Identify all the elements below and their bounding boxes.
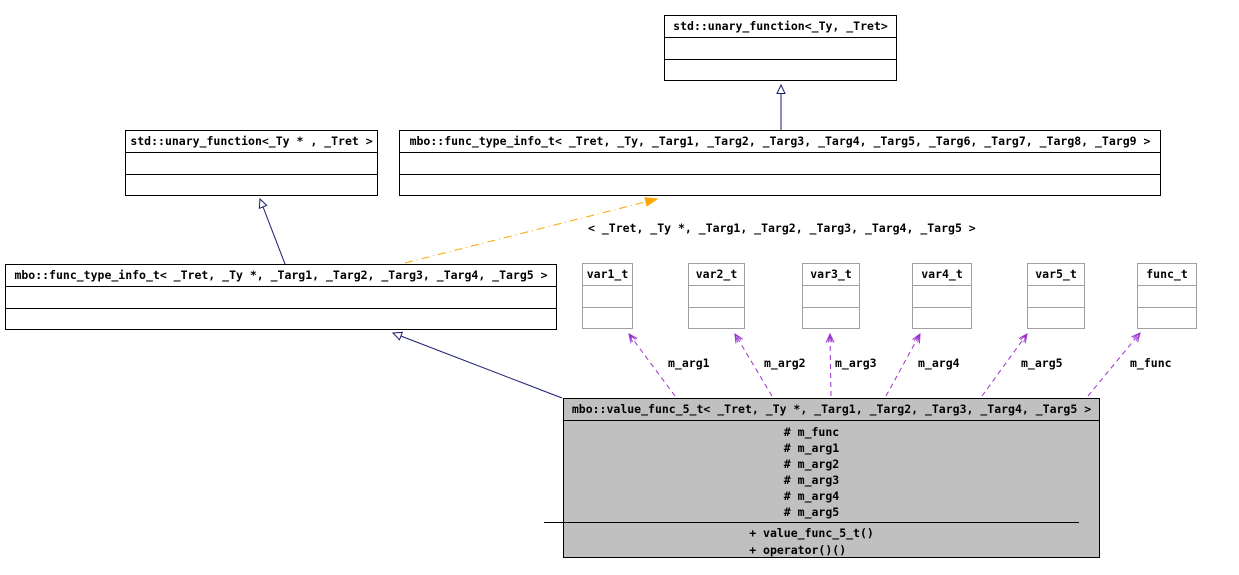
methods-compartment — [400, 173, 1160, 196]
edge-usage-m-arg4 — [885, 334, 920, 397]
class-title: std::unary_function<_Ty, _Tret> — [665, 16, 896, 38]
methods-compartment — [1028, 306, 1084, 329]
edge-usage-m-arg3 — [830, 334, 831, 397]
attributes-compartment — [6, 287, 556, 308]
class-title: mbo::value_func_5_t< _Tret, _Ty *, _Targ… — [564, 399, 1099, 421]
attributes-compartment — [126, 153, 377, 174]
class-node-func-type-info-general[interactable]: mbo::func_type_info_t< _Tret, _Ty, _Targ… — [399, 130, 1161, 196]
method-constructor: + value_func_5_t() — [749, 526, 874, 540]
class-title: var3_t — [803, 264, 859, 286]
methods-compartment — [1138, 306, 1196, 329]
class-node-func-type-info-ptr[interactable]: mbo::func_type_info_t< _Tret, _Ty *, _Ta… — [5, 264, 557, 330]
class-title: var4_t — [913, 264, 971, 286]
class-node-unary-function[interactable]: std::unary_function<_Ty, _Tret> — [664, 15, 897, 81]
attributes-compartment: # m_func # m_arg1 # m_arg2 # m_arg3 # m_… — [544, 421, 1079, 523]
class-node-var1-t[interactable]: var1_t — [582, 263, 633, 329]
class-node-func-t[interactable]: func_t — [1137, 263, 1197, 329]
method-operator-call: + operator()() — [749, 543, 847, 557]
edge-label-m-arg5: m_arg5 — [1021, 356, 1063, 370]
edge-label-m-arg3: m_arg3 — [835, 356, 877, 370]
attributes-compartment — [665, 38, 896, 59]
class-title: mbo::func_type_info_t< _Tret, _Ty *, _Ta… — [6, 265, 556, 287]
attribute-m-arg3: # m_arg3 — [783, 473, 840, 487]
class-title: std::unary_function<_Ty * , _Tret > — [126, 131, 377, 153]
class-node-unary-function-ptr[interactable]: std::unary_function<_Ty * , _Tret > — [125, 130, 378, 196]
edge-label-m-arg1: m_arg1 — [668, 356, 710, 370]
methods-compartment — [665, 58, 896, 81]
edge-label-m-arg2: m_arg2 — [764, 356, 806, 370]
methods-compartment — [803, 306, 859, 329]
attribute-m-func: # m_func — [783, 425, 840, 439]
class-title: func_t — [1138, 264, 1196, 286]
edge-inherit-valuefunc-to-functypeinfoptr — [393, 333, 563, 399]
attribute-m-arg5: # m_arg5 — [783, 505, 840, 519]
edge-label-m-arg4: m_arg4 — [918, 356, 960, 370]
attributes-compartment — [1138, 286, 1196, 307]
edge-inherit-functypeinfoptr-to-unaryfunctionptr — [260, 199, 286, 265]
attribute-m-arg2: # m_arg2 — [783, 457, 840, 471]
attribute-m-arg4: # m_arg4 — [783, 489, 840, 503]
methods-compartment — [6, 307, 556, 330]
attribute-m-arg1: # m_arg1 — [783, 441, 840, 455]
class-node-var5-t[interactable]: var5_t — [1027, 263, 1085, 329]
attributes-compartment — [913, 286, 971, 307]
methods-compartment: + value_func_5_t() + operator()() — [544, 523, 1079, 557]
edge-label-m-func: m_func — [1130, 356, 1172, 370]
methods-compartment — [126, 173, 377, 196]
class-node-var2-t[interactable]: var2_t — [688, 263, 745, 329]
methods-compartment — [913, 306, 971, 329]
class-title: var1_t — [583, 264, 632, 286]
class-title: var2_t — [689, 264, 744, 286]
class-node-var3-t[interactable]: var3_t — [802, 263, 860, 329]
attributes-compartment — [400, 153, 1160, 174]
methods-compartment — [689, 306, 744, 329]
attributes-compartment — [583, 286, 632, 307]
class-node-value-func-5-t: mbo::value_func_5_t< _Tret, _Ty *, _Targ… — [544, 398, 1100, 558]
attributes-compartment — [803, 286, 859, 307]
attributes-compartment — [1028, 286, 1084, 307]
template-args-label: < _Tret, _Ty *, _Targ1, _Targ2, _Targ3, … — [588, 221, 976, 235]
methods-compartment — [583, 306, 632, 329]
class-title: mbo::func_type_info_t< _Tret, _Ty, _Targ… — [400, 131, 1160, 153]
class-node-var4-t[interactable]: var4_t — [912, 263, 972, 329]
attributes-compartment — [689, 286, 744, 307]
class-title: var5_t — [1028, 264, 1084, 286]
